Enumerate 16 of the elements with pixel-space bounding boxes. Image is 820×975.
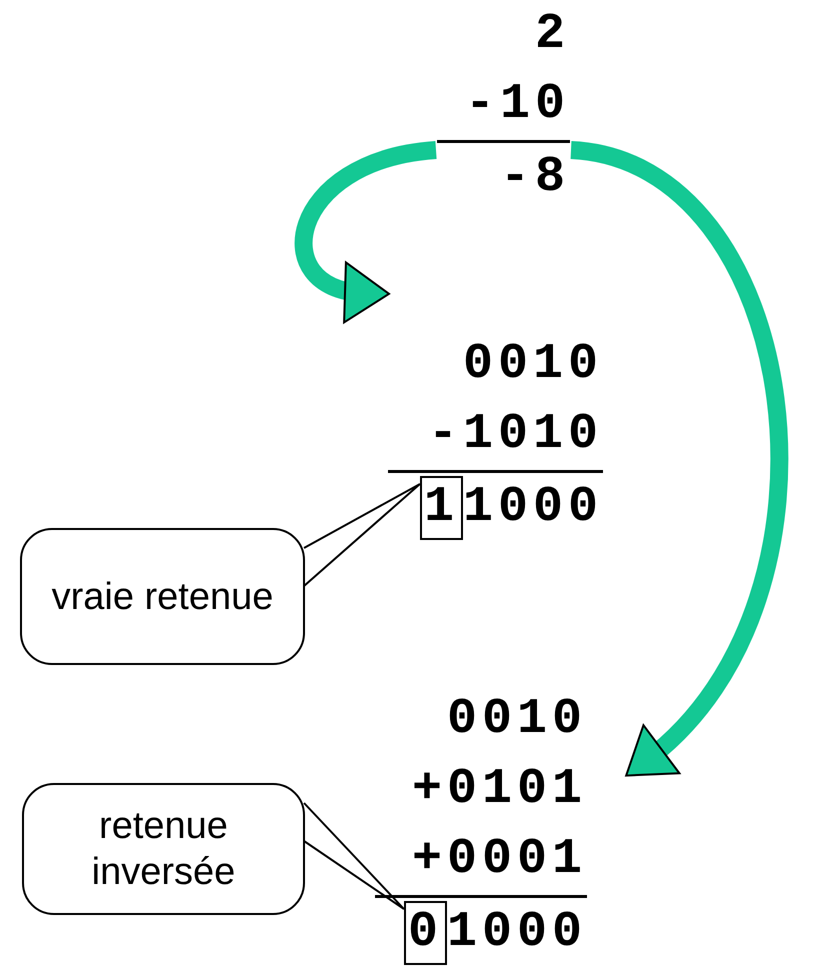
number-text: 2	[534, 5, 570, 65]
number-text: -8	[500, 148, 570, 208]
boxed-digit: 0	[404, 901, 447, 965]
number-text: +0001	[412, 830, 587, 890]
callout-bubble: retenue inversée	[22, 783, 305, 915]
number-text: 0010	[462, 335, 603, 395]
number-text: 1000	[462, 478, 603, 538]
number-text: -10	[464, 75, 570, 135]
number-text: 0010	[446, 690, 587, 750]
number-text: +0101	[412, 760, 587, 820]
boxed-digit: 1	[420, 476, 463, 540]
curved-arrow	[569, 141, 788, 779]
curved-arrow	[294, 141, 438, 322]
callout-bubble: vraie retenue	[20, 528, 305, 665]
number-text: -1010	[428, 405, 603, 465]
number-text: 1000	[446, 903, 587, 963]
